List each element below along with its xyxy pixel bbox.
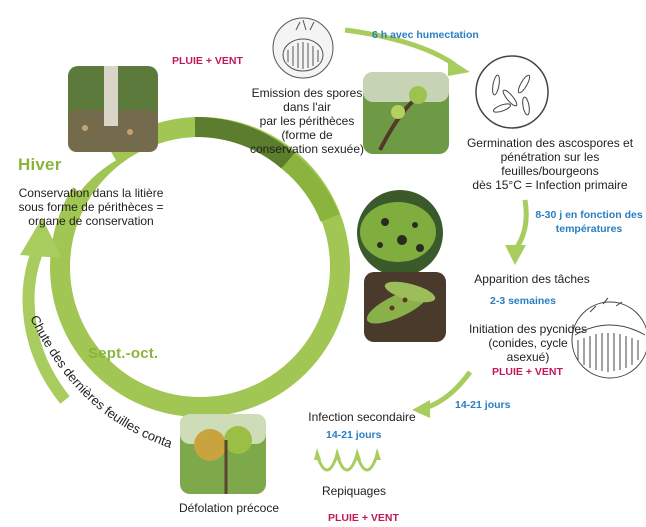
pluie-vent-top: PLUIE + VENT [172, 54, 243, 68]
infection-secondaire-label: Infection secondaire [308, 410, 416, 424]
pluie-vent-bottom: PLUIE + VENT [328, 511, 399, 525]
germination-line1: Germination des ascospores et [455, 136, 645, 150]
repiquage-waves-icon [314, 448, 381, 470]
humectation-label: 6 h avec humectation [372, 28, 479, 42]
arrow-right-head [505, 245, 526, 265]
temperature-delay: 8-30 j en fonction des températures [535, 208, 643, 236]
jours-right-label: 14-21 jours [455, 398, 510, 412]
month-avril: Avril [198, 148, 232, 165]
photo-defoliation [180, 414, 266, 494]
emission-line2: par les périthèces (forme de [244, 114, 370, 142]
emission-line1: Emission des spores dans l'air [244, 86, 370, 114]
conservation-line1: Conservation dans la litière [10, 186, 172, 200]
arrow-top-head [448, 58, 470, 76]
emission-line3: conservation sexuée) [244, 142, 370, 156]
cycle-gap [70, 150, 110, 185]
conservation-line3: organe de conservation [10, 214, 172, 228]
pycnides-line1: Initiation des pycnides [468, 322, 588, 336]
arrow-right [515, 200, 526, 250]
temperature-line1: 8-30 j en fonction des [535, 208, 643, 222]
pluie-vent-mid: PLUIE + VENT [492, 365, 563, 379]
germination-line2: pénétration sur les feuilles/bourgeons [455, 150, 645, 178]
emission-text: Emission des spores dans l'air par les p… [244, 86, 370, 156]
repiquages-label: Repiquages [314, 484, 394, 498]
semaines-label: 2-3 semaines [490, 294, 556, 308]
month-sept-oct: Sept.-oct. [88, 345, 158, 362]
month-juin: Juin [284, 252, 316, 269]
jours-center-label: 14-21 jours [326, 428, 381, 442]
germination-line3: dès 15°C = Infection primaire [455, 178, 645, 192]
month-mai: Mai [260, 178, 286, 195]
photo-feuille-taches [357, 190, 443, 276]
cycle-segment-mai [288, 161, 330, 218]
germination-text: Germination des ascospores et pénétratio… [455, 136, 645, 192]
photo-feuilles-lesions [363, 272, 446, 342]
photo-litiere [68, 66, 158, 152]
temperature-line2: températures [535, 222, 643, 236]
defoliation-label: Défolation précoce [170, 501, 288, 515]
photo-bourgeons [363, 72, 449, 154]
conservation-text: Conservation dans la litière sous forme … [10, 186, 172, 228]
month-juil-aout: Juil.-août [215, 350, 284, 367]
perithece-drawing [273, 18, 333, 78]
pycnides-line2: (conides, cycle asexué) [468, 336, 588, 364]
apparition-label: Apparition des tâches [462, 272, 602, 286]
spores-microscope-drawing [476, 56, 548, 128]
conservation-line2: sous forme de périthèces = [10, 200, 172, 214]
month-hiver: Hiver [18, 155, 62, 175]
pycnides-text: Initiation des pycnides (conides, cycle … [468, 322, 588, 364]
